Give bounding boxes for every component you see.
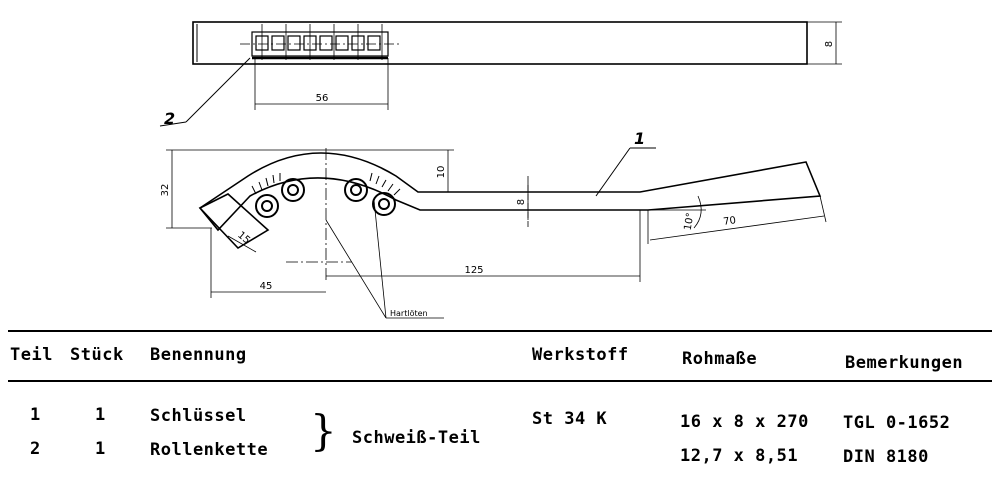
row2-stueck: 1 xyxy=(95,439,106,459)
header-benennung: Benennung xyxy=(150,345,247,365)
dim-arc-height: 10 xyxy=(436,166,447,179)
top-view-chain xyxy=(251,24,389,60)
row2-teil: 2 xyxy=(30,439,41,459)
dim-shaft-length: 125 xyxy=(464,265,483,276)
row1-stueck: 1 xyxy=(95,405,106,425)
dim-shaft-height: 8 xyxy=(516,199,527,205)
group-brace: } xyxy=(310,406,337,455)
header-bemerkungen: Bemerkungen xyxy=(845,353,964,373)
chain-teeth xyxy=(251,172,401,196)
dim-top-height: 8 xyxy=(824,41,835,47)
row2-rohmasse: 12,7 x 8,51 xyxy=(680,446,799,466)
row1-benennung: Schlüssel xyxy=(150,406,247,426)
technical-drawing: 56 8 2 xyxy=(159,21,842,319)
row1-rohmasse: 16 x 8 x 270 xyxy=(680,412,809,432)
row1-bemerkungen: TGL 0-1652 xyxy=(843,413,951,433)
werkstoff-value: St 34 K xyxy=(532,409,608,429)
row2-benennung: Rollenkette xyxy=(150,440,269,460)
dim-top-width: 56 xyxy=(316,93,329,104)
top-view xyxy=(159,21,842,127)
header-teil: Teil xyxy=(10,345,53,365)
header-rohmasse: Rohmaße xyxy=(682,349,758,369)
row2-bemerkungen: DIN 8180 xyxy=(843,447,929,467)
header-stueck: Stück xyxy=(70,345,124,365)
dim-offset-left: 45 xyxy=(260,281,273,292)
header-werkstoff: Werkstoff xyxy=(532,345,629,365)
dim-jaw-size: 15 xyxy=(235,230,252,247)
parts-list-top-rule xyxy=(8,330,992,332)
callout-part-1: 1 xyxy=(634,129,645,148)
jaw-block xyxy=(198,193,270,250)
note-hartloeten: Hartlöten xyxy=(390,309,428,318)
callout-part-2: 2 xyxy=(164,109,175,128)
front-view xyxy=(166,147,827,319)
dim-angle: 10° xyxy=(683,212,697,231)
top-view-bar xyxy=(192,21,808,65)
group-label: Schweiß-Teil xyxy=(352,428,481,448)
dim-end-length: 70 xyxy=(723,215,737,228)
row1-teil: 1 xyxy=(30,405,41,425)
dim-left-height: 32 xyxy=(160,184,171,197)
parts-list-header-rule xyxy=(8,380,992,382)
chain-rollers xyxy=(255,178,396,218)
